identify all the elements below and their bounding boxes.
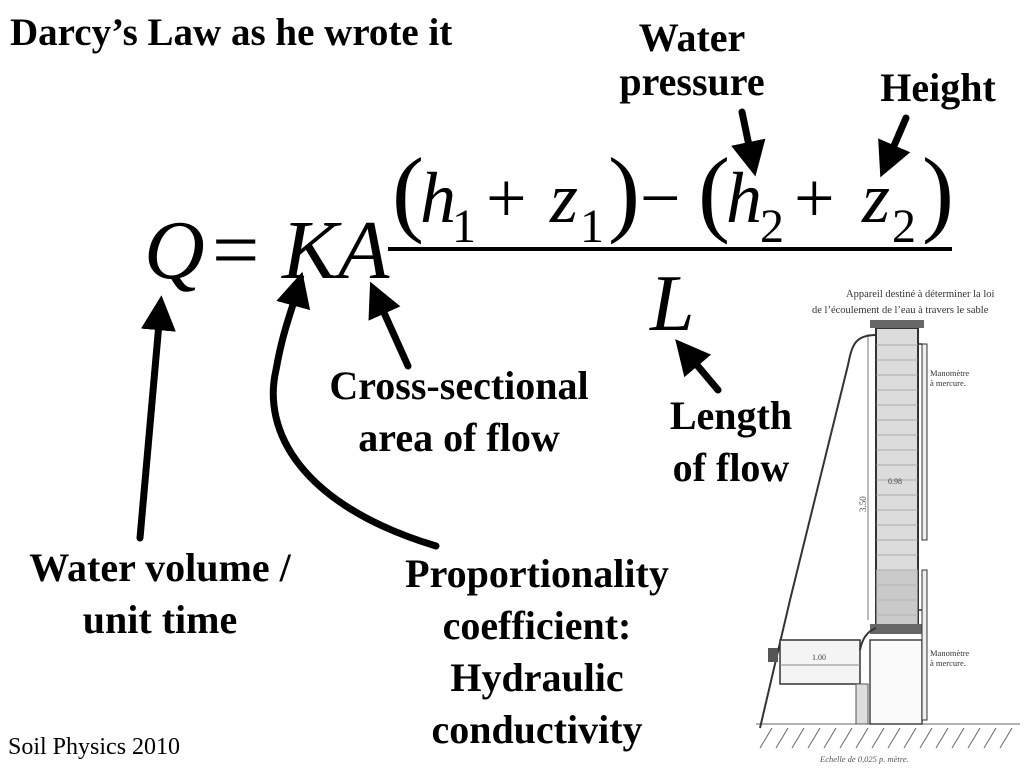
inflow-pipe [759,334,877,729]
eq-h1: h [420,158,456,238]
eq-z2: z [861,158,890,238]
eq-h2: h [726,158,762,238]
label-height: Height [880,65,996,110]
arrow-proportionality [269,271,440,550]
column-bottom-flange [870,624,924,634]
slide-title: Darcy’s Law as he wrote it [10,11,453,54]
eq-sub-1a: 1 [452,200,476,253]
manometer-lower-label-1: Manomètre [930,648,969,658]
label-proportionality-line2: coefficient: [442,603,632,648]
outflow-spout [859,627,877,651]
eq-minus: − [640,158,681,238]
label-cross-sectional-line1: Cross-sectional [329,363,589,408]
label-water-volume-line1: Water volume / [29,545,291,590]
outflow-support [855,683,869,725]
eq-equals: = [212,204,259,297]
manometer-lower-label-2: à mercure. [930,658,966,668]
small-marking-1: 0.98 [888,477,902,486]
arrow-height [878,114,911,178]
eq-rparen-2: ) [922,138,954,245]
small-marking-2: 1.00 [812,653,826,662]
label-water-pressure-line1: Water [638,15,746,60]
label-water-volume: Water volume / unit time [4,542,316,646]
eq-z1: z [549,158,578,238]
label-length-line2: of flow [672,445,790,490]
manometer-lower: Manomètre à mercure. [918,569,969,721]
darcy-apparatus-illustration: Appareil destiné à déterminer la loi de … [756,289,1020,764]
arrow-cross-section [368,281,412,370]
label-length-line1: Length [669,393,793,438]
eq-lparen-2: ( [698,138,730,245]
manometer-upper-label-1: Manomètre [930,368,969,378]
apparatus-base [869,639,923,725]
eq-plus-1: + [486,158,527,238]
apparatus-caption-line2: de l’écoulement de l’eau à travers le sa… [812,305,989,316]
arrow-water-pressure [731,108,766,177]
annotation-arrows [136,108,911,550]
ground-hatching [756,723,1020,749]
eq-sub-1b: 1 [580,200,604,253]
label-water-pressure: Water pressure [596,12,788,108]
label-proportionality-line1: Proportionality [405,551,669,596]
eq-rparen-1: ) [608,138,640,245]
label-water-volume-line2: unit time [82,597,238,642]
inflow-valve [768,648,778,662]
eq-ka: KA [281,204,390,297]
manometer-upper: Manomètre à mercure. [918,343,969,541]
eq-sub-2a: 2 [760,200,784,253]
arrow-length [675,339,722,394]
label-proportionality-coefficient: Proportionality coefficient: Hydraulic c… [378,548,696,756]
label-length-of-flow: Length of flow [652,390,810,494]
label-cross-sectional-line2: area of flow [358,415,560,460]
eq-sub-2b: 2 [892,200,916,253]
eq-q: Q [144,204,205,297]
slide-footer: Soil Physics 2010 [8,734,181,760]
label-proportionality-line4: conductivity [431,707,643,752]
label-cross-sectional-area: Cross-sectional area of flow [304,360,614,464]
eq-plus-2: + [794,158,835,238]
arrow-water-volume [136,295,176,542]
eq-l: L [649,260,695,348]
apparatus-caption-line1: Appareil destiné à déterminer la loi [846,289,994,300]
manometer-upper-label-2: à mercure. [930,378,966,388]
darcy-equation: Q = KA ( h 1 + z 1 ) − ( h 2 + z 2 ) L [144,138,954,348]
eq-lparen-1: ( [392,138,424,245]
label-proportionality-line3: Hydraulic [450,655,624,700]
height-marking: 3.50 [858,496,868,512]
sand-fill-lower [876,570,918,628]
column-top-flange [870,320,924,328]
outflow-reservoir [779,639,861,685]
label-water-pressure-line2: pressure [619,59,765,104]
scale-text: Echelle de 0,025 p. mètre. [819,754,909,764]
